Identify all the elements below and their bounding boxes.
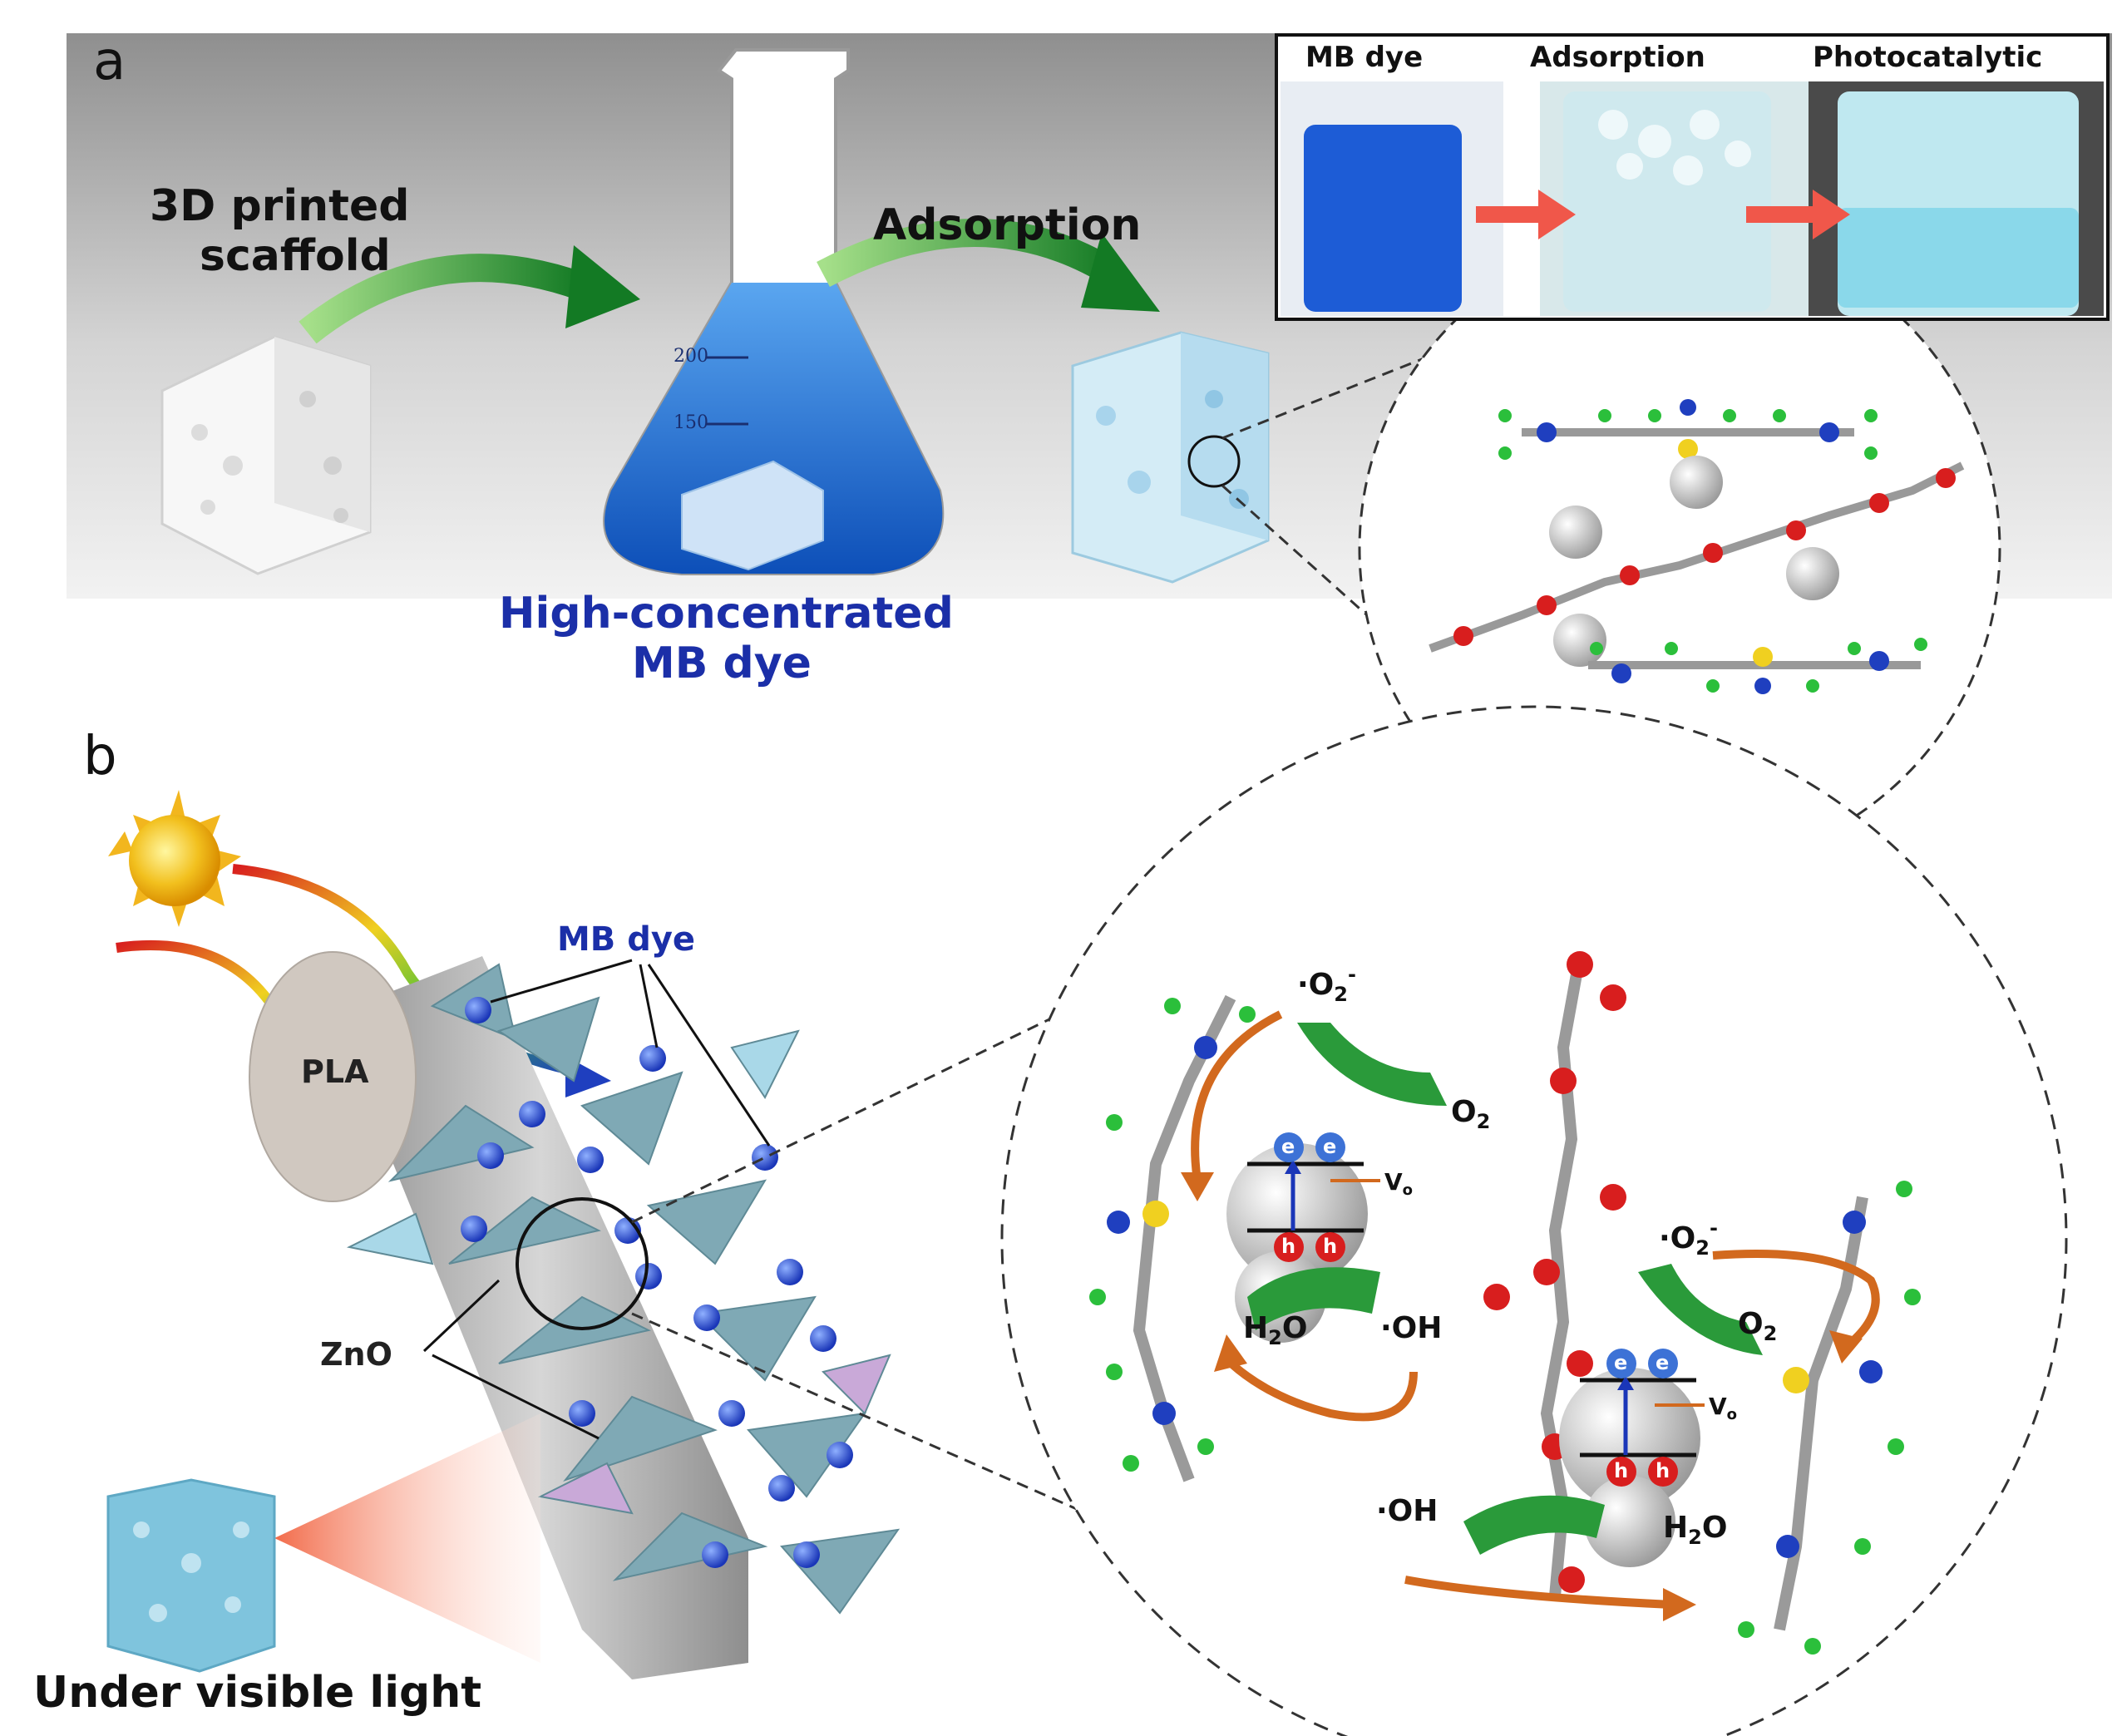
mb-chain-left	[1089, 994, 1256, 1482]
oxygen-label-upper: O2	[1451, 1095, 1491, 1133]
electron-label-3: e	[1614, 1351, 1628, 1374]
superoxide-label-upper: ·O2-	[1297, 963, 1356, 1006]
electron-label-2: e	[1323, 1135, 1337, 1158]
blue-scaffold-in-flask	[681, 460, 824, 571]
zoom-line-a1	[1221, 356, 1427, 440]
hole-label-4: h	[1656, 1459, 1670, 1482]
mb-molecule-bottom	[1588, 638, 1927, 694]
mb-chain-right	[1738, 1181, 1921, 1655]
zno-particle-lower	[1559, 1349, 1705, 1567]
hydroxyl-label-upper: ·OH	[1380, 1311, 1443, 1345]
panel-a-letter: a	[93, 31, 126, 92]
sun-icon	[108, 790, 241, 927]
inset-label-adsorption: Adsorption	[1530, 41, 1705, 74]
pla-chain-b	[1483, 951, 1626, 1597]
orange-arrow-heads	[1181, 1172, 1863, 1621]
zno-particle-a2	[1670, 456, 1723, 509]
green-arrow-1-head	[565, 245, 640, 328]
vacancy-label-lower: Vo	[1709, 1393, 1738, 1423]
visible-light-scaffold	[106, 1478, 276, 1673]
white-scaffold	[160, 335, 372, 575]
inset-arrow-1	[1476, 190, 1576, 239]
dye-label-line2: MB dye	[632, 639, 812, 688]
zno-pointer-lines	[422, 1279, 600, 1440]
pla-chain-a	[1429, 461, 1965, 653]
dye-label-line1: High-concentrated	[499, 589, 954, 639]
visible-light-label: Under visible light	[33, 1668, 482, 1718]
inset-label-mb-dye: MB dye	[1305, 41, 1424, 74]
water-label-upper: H2O	[1243, 1311, 1308, 1349]
scaffold-label-line1: 3D printed	[150, 181, 410, 231]
green-mechanism-arrows	[1247, 1023, 1763, 1555]
vacancy-label-upper: Vo	[1384, 1168, 1414, 1199]
panel-b-letter: b	[83, 726, 117, 787]
electron-label-4: e	[1656, 1351, 1670, 1374]
zno-particle-a1	[1549, 506, 1602, 559]
flask-mark-200: 200	[674, 346, 708, 367]
light-cone	[274, 1413, 540, 1663]
zno-particle-a4	[1553, 614, 1606, 667]
scaffold-label-line2: scaffold	[200, 231, 391, 281]
water-label-lower: H2O	[1663, 1511, 1728, 1549]
inset-label-photocatalytic: Photocatalytic	[1813, 41, 2043, 74]
green-arrow-2-head	[1081, 233, 1160, 312]
mb-dye-beads	[461, 997, 853, 1568]
pla-end-cap	[249, 951, 417, 1202]
mb-molecule-top	[1498, 399, 1878, 460]
inset-arrow-2	[1746, 190, 1850, 239]
electron-label-1: e	[1281, 1135, 1295, 1158]
orange-mechanism-arrows	[1191, 1010, 1880, 1609]
green-arrow-2	[817, 219, 1123, 288]
superoxide-label-lower: ·O2-	[1659, 1216, 1718, 1260]
zoom-circle-b	[516, 1197, 649, 1330]
hole-label-2: h	[1323, 1235, 1338, 1258]
inset-photo-strip	[1275, 33, 2110, 321]
zno-label: ZnO	[320, 1336, 392, 1373]
mb-dye-pointer-lines	[490, 959, 771, 1147]
pla-label: PLA	[301, 1053, 369, 1090]
zno-particle-a3	[1786, 547, 1839, 600]
zoom-circle-a	[1187, 435, 1241, 488]
green-arrow-1	[299, 254, 587, 344]
hole-label-1: h	[1281, 1235, 1296, 1258]
adsorption-label: Adsorption	[873, 200, 1142, 250]
hole-label-3: h	[1614, 1459, 1629, 1482]
hydroxyl-label-lower: ·OH	[1376, 1494, 1438, 1528]
erlenmeyer-flask	[603, 48, 945, 575]
flask-mark-150: 150	[674, 412, 708, 433]
mb-dye-label: MB dye	[557, 920, 696, 959]
oxygen-label-lower: O2	[1738, 1307, 1778, 1345]
